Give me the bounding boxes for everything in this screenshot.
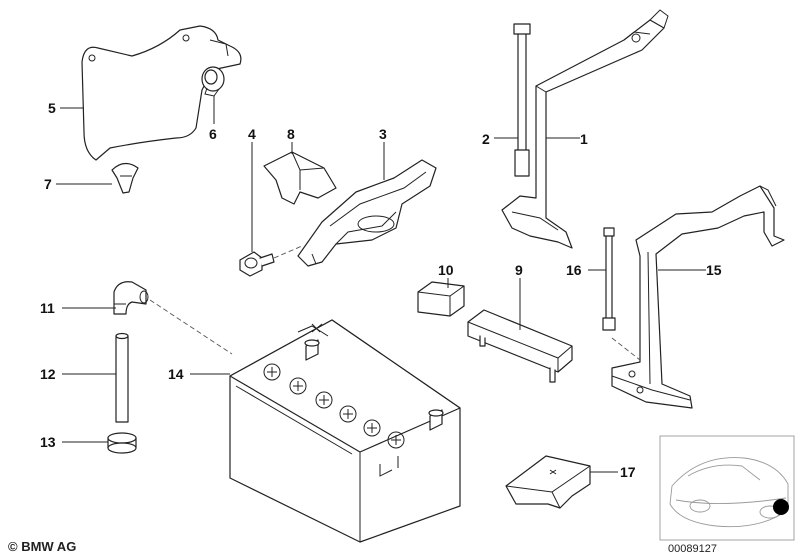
part-8-cover[interactable] [263,151,337,205]
callout-2: 2 [482,131,490,147]
battery-location-marker [773,499,789,515]
callout-16: 16 [566,262,582,278]
part-10-block[interactable] [417,281,465,317]
callout-12: 12 [40,366,56,382]
part-9-retainer[interactable] [467,309,573,383]
car-body-outline [669,457,789,528]
assembly-line-16-15 [611,337,641,361]
callout-5: 5 [48,100,56,116]
part-7-clip[interactable] [111,162,139,194]
callout-14: 14 [168,366,184,382]
callout-11: 11 [40,300,55,316]
callout-7: 7 [44,176,52,192]
copyright-label: © BMW AG [8,539,76,554]
part-17-tray[interactable] [505,455,591,509]
part-12-hose[interactable] [115,332,129,423]
callout-labels: 1 2 3 4 5 6 7 8 9 10 11 12 13 14 15 16 1… [40,100,722,480]
assembly-line-4-3 [273,245,303,259]
part-11-elbow[interactable] [113,281,149,315]
callout-6: 6 [209,126,217,142]
part-13-grommet[interactable] [107,432,137,454]
part-3-carrier[interactable] [297,159,437,267]
part-2-rod[interactable] [513,23,531,177]
leader-lines [56,96,706,473]
part-1-bracket[interactable] [501,9,669,249]
callout-15: 15 [706,262,722,278]
locator-thumbnail [659,435,795,541]
drawing-number: 00089127 [668,543,717,555]
part-4-bolt[interactable] [239,251,275,277]
callout-3: 3 [379,126,387,142]
callout-4: 4 [248,126,256,142]
callout-17: 17 [620,464,636,480]
callout-9: 9 [515,262,523,278]
callout-13: 13 [40,434,56,450]
part-14-battery[interactable] [229,319,461,543]
part-15-strap[interactable] [611,185,785,409]
part-6-grommet[interactable] [201,66,225,97]
part-16-rod[interactable] [602,227,616,331]
assembly-line-11-14 [149,299,233,355]
callout-8: 8 [287,126,295,142]
part-5-bracket-plate[interactable] [81,25,242,161]
thumbnail-frame [659,435,795,541]
callout-1: 1 [580,131,588,147]
callout-10: 10 [438,262,454,278]
